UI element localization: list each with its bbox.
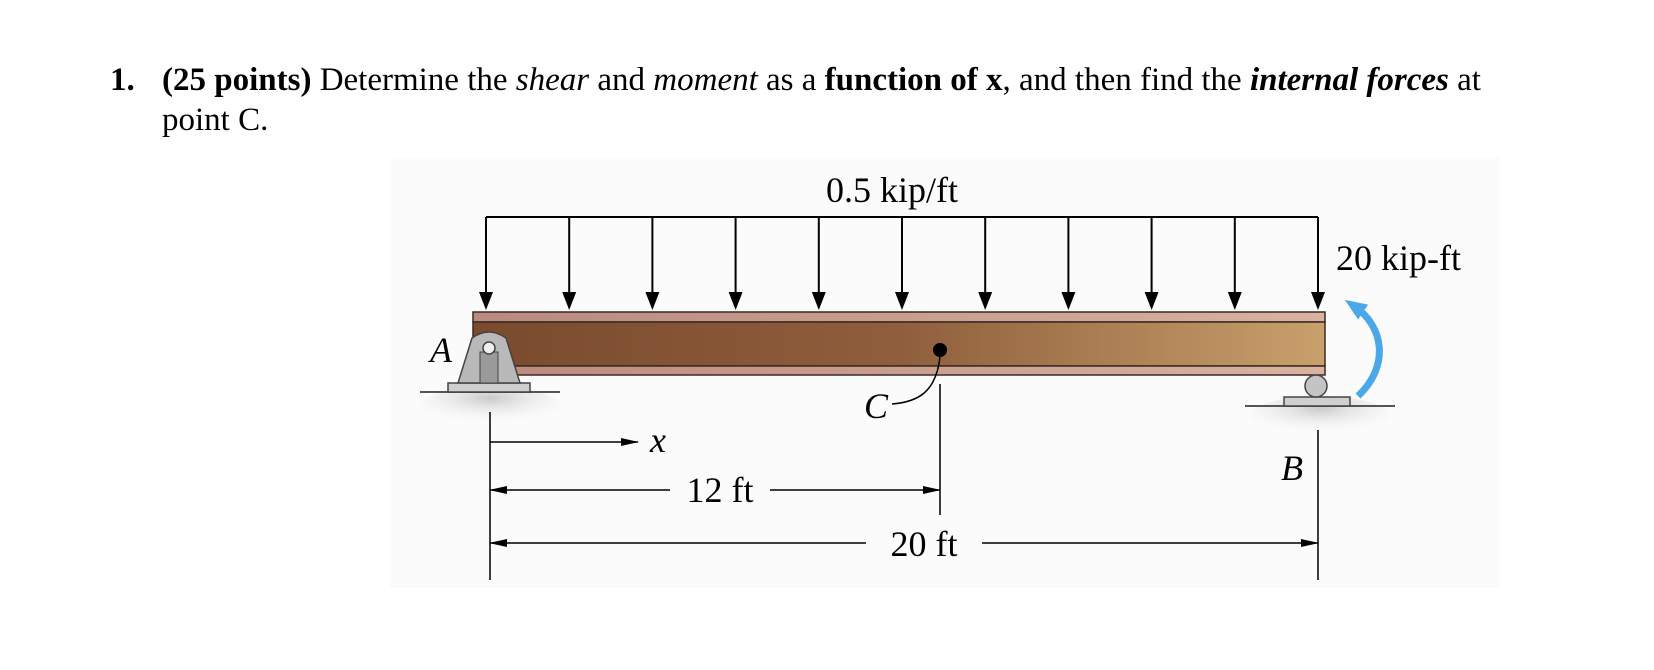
couple-moment-arrow (1344, 299, 1383, 399)
problem-text: , and then find the (1002, 62, 1250, 98)
beam (472, 311, 1326, 376)
load-arrow-head (1061, 292, 1076, 310)
problem-text: at (1448, 62, 1481, 98)
problem-number: 1. (110, 62, 135, 98)
roller-support-b (1245, 374, 1395, 436)
dim-20ft-label: 20 ft (891, 524, 958, 564)
x-label: x (649, 420, 666, 460)
load-arrow-head (895, 292, 909, 310)
term-moment: moment (653, 62, 758, 98)
point-c-marker (933, 343, 947, 357)
point-c-leader (891, 356, 941, 405)
load-arrow-head (811, 292, 826, 310)
problem-line-2: point C. (162, 102, 269, 138)
problem-text: Determine the (311, 62, 516, 98)
problem-line-1: 1. (25 points) Determine the shear and mo… (110, 60, 1630, 100)
dim-12ft-label: 12 ft (687, 470, 754, 510)
load-arrow-head (1227, 292, 1242, 310)
load-arrow-head (1311, 292, 1325, 310)
support-b-label: B (1281, 448, 1303, 488)
pin-support-a (420, 331, 560, 426)
load-arrow-head (645, 292, 660, 310)
problem-text: and (589, 62, 654, 98)
load-arrow-head (978, 292, 993, 310)
problem-statement: 1. (25 points) Determine the shear and mo… (110, 60, 1630, 140)
load-arrow-head (562, 292, 577, 310)
moment-label: 20 kip-ft (1336, 238, 1461, 278)
load-arrow-head (479, 292, 493, 310)
term-internal-forces: internal forces (1249, 62, 1449, 98)
term-shear: shear (515, 62, 590, 98)
term-function-of-x: function of x (824, 62, 1003, 98)
point-c-label: C (864, 386, 889, 426)
problem-points: (25 points) (162, 62, 312, 98)
problem-text: as a (757, 62, 825, 98)
load-arrow-head (1144, 292, 1159, 310)
distributed-load-arrows (479, 217, 1325, 310)
support-a-label: A (428, 330, 453, 370)
load-label: 0.5 kip/ft (826, 170, 958, 210)
load-arrow-head (728, 292, 743, 310)
